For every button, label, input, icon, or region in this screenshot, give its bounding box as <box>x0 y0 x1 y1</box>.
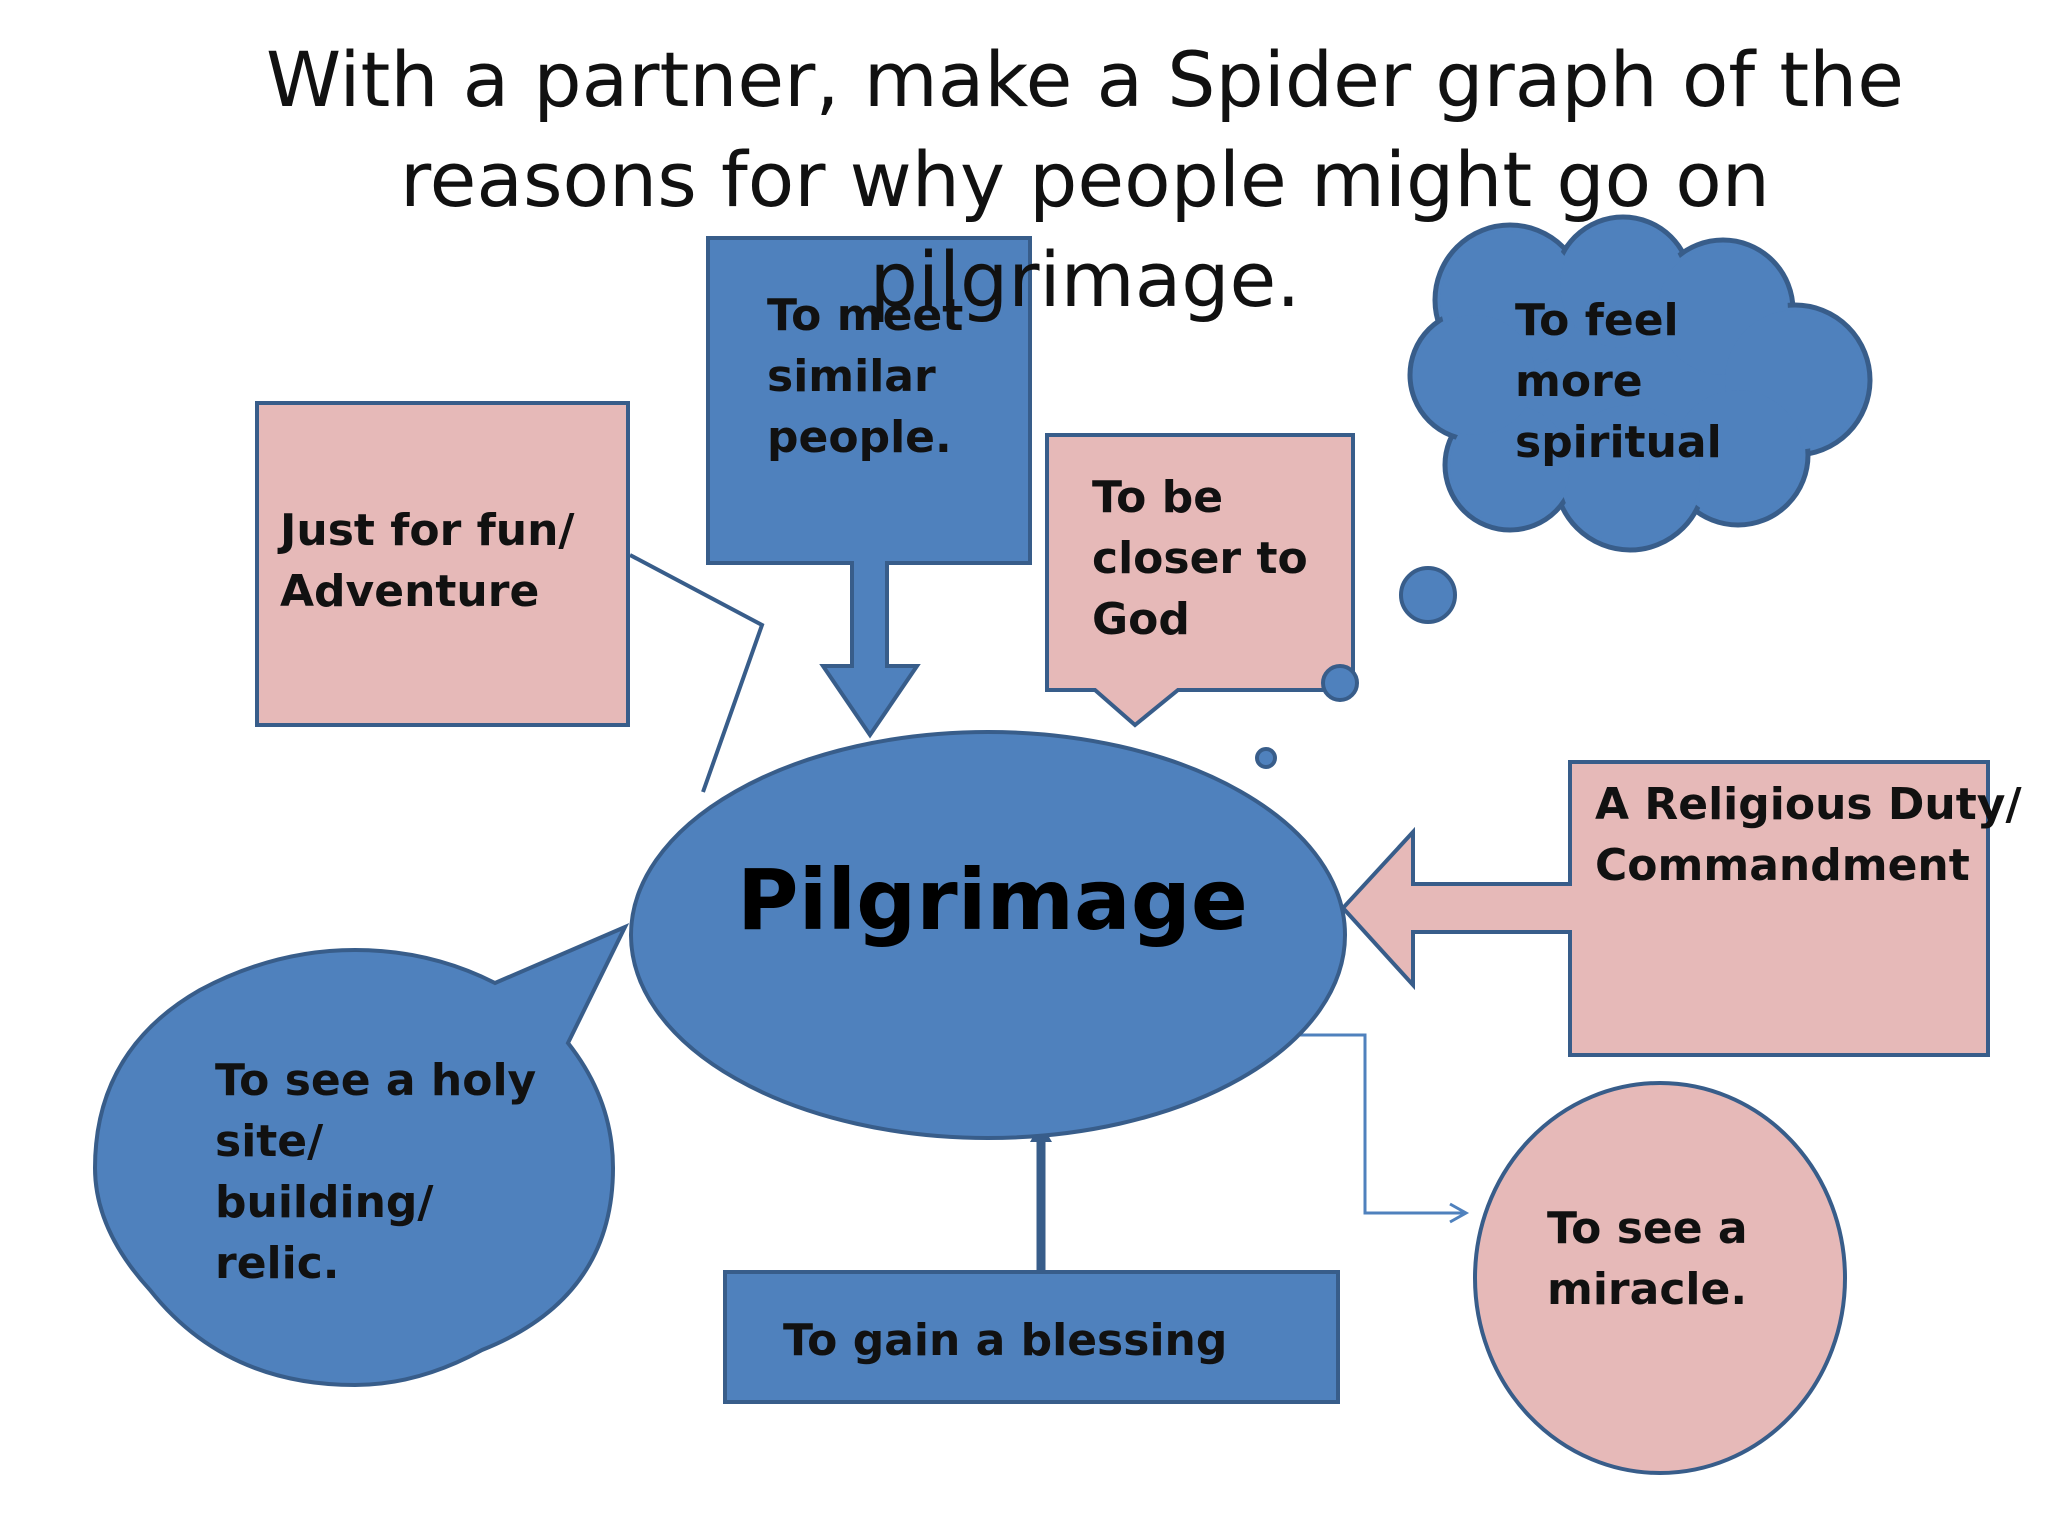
meet-label: To meet similar people. <box>767 290 964 463</box>
blessing-box <box>723 1270 1340 1404</box>
holy-callout <box>92 923 630 1388</box>
blessing-label: To gain a blessing <box>783 1315 1228 1366</box>
miracle-circle <box>1473 1081 1847 1475</box>
holy-label: To see a holy site/ building/ relic. <box>215 1055 537 1289</box>
fun-label: Just for fun/ Adventure <box>280 505 575 617</box>
fun-box <box>255 401 630 727</box>
closer-label: To be closer to God <box>1092 472 1308 645</box>
duty-callout <box>1340 760 1990 1057</box>
slide-title: With a partner, make a Spider graph of t… <box>265 35 1905 324</box>
center-label: Pilgrimage <box>737 851 1248 949</box>
miracle-connector <box>1290 1033 1463 1215</box>
thought-bubble-large <box>1399 566 1457 624</box>
spiritual-label: To feel more spiritual <box>1515 295 1722 468</box>
meet-callout <box>706 236 1032 739</box>
center-ellipse <box>629 730 1347 1140</box>
thought-bubble-small <box>1255 747 1277 769</box>
closer-callout <box>1045 433 1355 728</box>
miracle-arrowhead <box>1449 1202 1470 1224</box>
fun-connector <box>629 553 765 793</box>
duty-label: A Religious Duty/ Commandment <box>1595 779 2022 891</box>
thought-bubble-medium <box>1321 664 1359 702</box>
spiritual-cloud-fill <box>1415 222 1865 545</box>
miracle-label: To see a miracle. <box>1547 1203 1748 1315</box>
